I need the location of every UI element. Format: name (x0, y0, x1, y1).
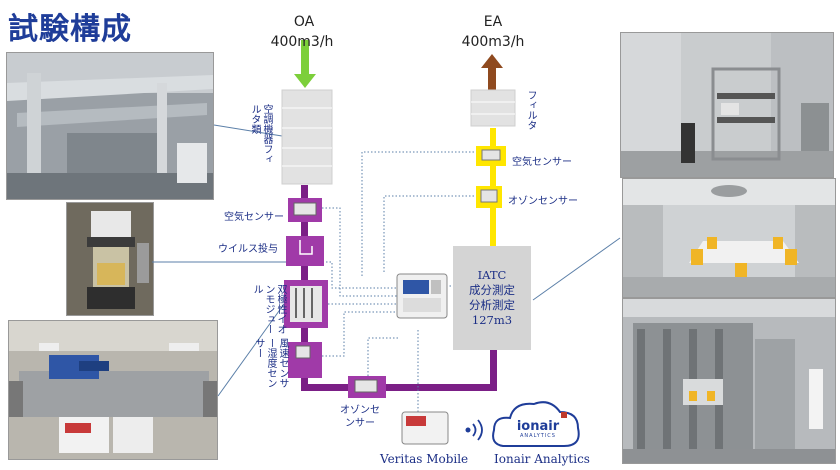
wireless-icon (465, 419, 483, 441)
air-sensor-right-label: 空気センサー (512, 157, 572, 168)
ionair-analytics-label: Ionair Analytics (494, 452, 590, 466)
oa-flow: 400m3/h (270, 34, 334, 50)
ea-filter-unit (470, 89, 516, 127)
virus-dosing-box (286, 236, 324, 266)
ea-arrow-shaft (488, 66, 496, 92)
iatc-line2: 成分測定 (469, 283, 515, 297)
iatc-chamber: IATC 成分測定 分析測定 127m3 (453, 246, 531, 350)
ahu-unit (281, 89, 333, 185)
ea-arrow-head (481, 54, 503, 68)
ozone-sensor-bottom-label: オゾンセンサー (340, 405, 380, 429)
duct-room-photo (6, 52, 214, 200)
virus-label: ウイルス投与 (218, 244, 278, 255)
iatc-volume: 127m3 (471, 313, 513, 327)
wind-humidity-label: 風速センサー湿度センサー (253, 338, 288, 388)
oa-arrow-shaft (301, 40, 309, 76)
ahu-label: 空調機器フィルタ類 (249, 104, 272, 164)
leader-line-ahu (213, 124, 283, 137)
oa-arrow-head (294, 74, 316, 88)
leader-line-iatc (532, 237, 621, 301)
veritas-mobile-label: Veritas Mobile (380, 452, 469, 466)
filter-label: フィルタ (525, 90, 536, 130)
ozone-sensor-right-label: オゾンセンサー (508, 196, 578, 207)
oa-label: OA (293, 14, 315, 30)
ea-label-block: EA 400m3/h (458, 12, 528, 52)
ea-flow: 400m3/h (461, 34, 525, 50)
ionair-cloud-logo (492, 401, 580, 447)
test-chamber-photo (620, 32, 834, 178)
chamber-exterior-photo (622, 298, 836, 464)
meeting-room-photo (622, 178, 836, 298)
bipolar-module-photo (8, 320, 218, 460)
ionair-sub: ANALYTICS (520, 433, 556, 439)
bottom-duct (301, 384, 497, 391)
leader-line-bipolar (217, 303, 285, 397)
iatc-title: IATC (477, 268, 507, 282)
return-duct (490, 350, 497, 391)
bipolar-label: 双極性イオンモジュール (251, 284, 286, 334)
virus-dosing-photo (66, 202, 154, 316)
ionair-logo-text: ionair ANALYTICS (504, 420, 572, 439)
page-title: 試験構成 (8, 12, 132, 47)
ea-label: EA (483, 14, 503, 30)
oa-label-block: OA 400m3/h (271, 12, 336, 52)
ionair-brand: ionair (516, 419, 560, 434)
air-sensor-left-label: 空気センサー (224, 212, 284, 223)
iatc-line3: 分析測定 (469, 298, 515, 312)
